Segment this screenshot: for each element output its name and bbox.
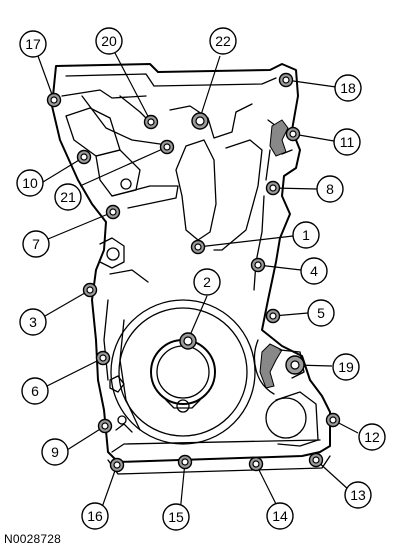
callout-4: 4 (300, 257, 328, 285)
svg-text:15: 15 (168, 509, 184, 525)
svg-text:5: 5 (317, 305, 325, 321)
bolt-21 (159, 139, 175, 155)
bolt-2 (179, 332, 197, 350)
callout-8: 8 (316, 175, 344, 203)
callouts: 1 2 3 4 5 6 7 8 9 10 11 12 13 14 15 16 1… (16, 27, 386, 531)
bolt-9 (97, 418, 113, 434)
svg-text:17: 17 (25, 36, 41, 52)
bolt-5 (265, 308, 281, 324)
callout-17: 17 (19, 30, 47, 58)
bolt-17 (46, 92, 62, 108)
svg-text:13: 13 (350, 487, 366, 503)
svg-text:14: 14 (272, 508, 288, 524)
svg-text:21: 21 (60, 189, 76, 205)
callout-10: 10 (16, 169, 44, 197)
bolt-15 (177, 454, 193, 470)
bolt-1 (190, 239, 206, 255)
bolt-8 (265, 180, 281, 196)
callout-2: 2 (193, 268, 221, 296)
callout-13: 13 (344, 481, 372, 509)
svg-text:22: 22 (215, 33, 231, 49)
crankshaft-seal (110, 299, 256, 445)
cover-outline (51, 63, 331, 475)
callout-7: 7 (22, 230, 50, 258)
svg-text:11: 11 (340, 134, 355, 150)
bolt-11 (285, 126, 301, 142)
bolt-20 (143, 114, 159, 130)
svg-text:9: 9 (51, 444, 59, 460)
svg-text:6: 6 (31, 383, 39, 399)
callout-18: 18 (334, 74, 362, 102)
svg-text:4: 4 (310, 263, 318, 279)
callout-20: 20 (95, 27, 123, 55)
bolt-14 (248, 456, 264, 472)
svg-text:20: 20 (101, 33, 117, 49)
callout-22: 22 (209, 27, 237, 55)
bolt-6 (95, 350, 111, 366)
svg-text:18: 18 (340, 80, 356, 96)
bolt-22 (191, 112, 209, 130)
bolt-12 (325, 412, 341, 428)
sensor-pocket (269, 119, 289, 157)
callout-9: 9 (41, 438, 69, 466)
callout-5: 5 (307, 299, 335, 327)
callout-3: 3 (19, 308, 47, 336)
svg-text:16: 16 (87, 508, 103, 524)
svg-text:12: 12 (364, 429, 380, 445)
bolt-16 (109, 457, 125, 473)
callout-11: 11 (333, 128, 361, 156)
bolt-10 (76, 149, 92, 165)
svg-text:7: 7 (32, 236, 40, 252)
callout-14: 14 (266, 502, 294, 530)
bolt-7 (105, 204, 121, 220)
bolts (46, 72, 341, 473)
svg-text:19: 19 (338, 359, 354, 375)
callout-12: 12 (358, 423, 386, 451)
callout-19: 19 (332, 353, 360, 381)
callout-6: 6 (21, 377, 49, 405)
bolt-4 (250, 257, 266, 273)
callout-16: 16 (81, 502, 109, 530)
svg-text:8: 8 (326, 181, 334, 197)
figure-code: N0028728 (4, 532, 61, 546)
svg-text:3: 3 (29, 314, 37, 330)
bolt-13 (308, 452, 324, 468)
svg-text:10: 10 (22, 175, 38, 191)
callout-15: 15 (162, 503, 190, 531)
callout-1: 1 (292, 221, 320, 249)
svg-text:1: 1 (302, 227, 310, 243)
bolt-19 (285, 355, 305, 375)
bolt-3 (82, 282, 98, 298)
callout-21: 21 (54, 183, 82, 211)
bolt-18 (278, 72, 294, 88)
svg-text:2: 2 (203, 274, 211, 290)
